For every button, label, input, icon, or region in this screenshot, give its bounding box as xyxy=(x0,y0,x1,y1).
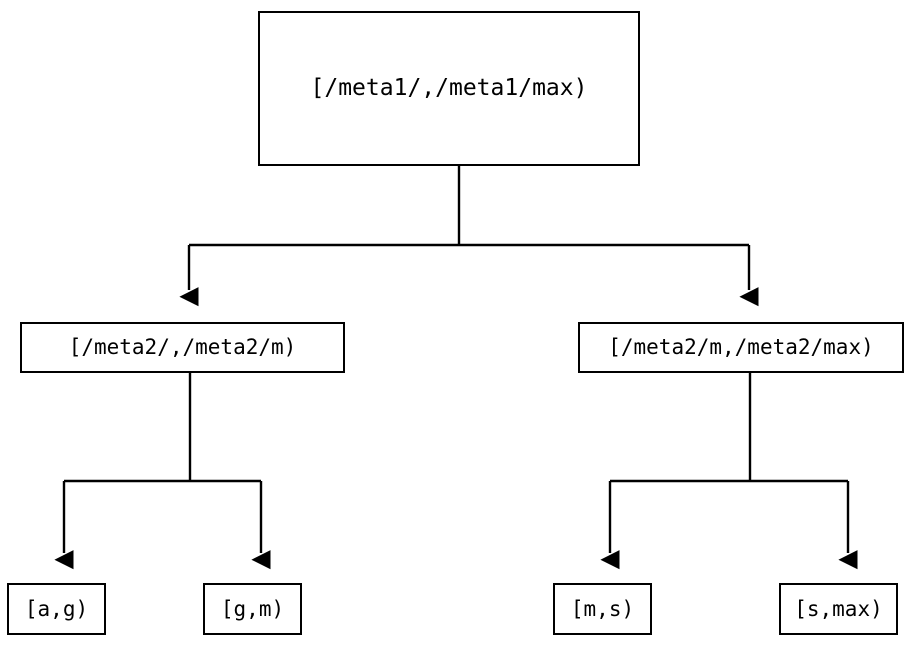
tree-node-root-label: [/meta1/,/meta1/max) xyxy=(310,75,588,101)
edge-midleft-to-leaves xyxy=(54,373,271,570)
tree-node-mid-right[interactable]: [/meta2/m,/meta2/max) xyxy=(578,322,904,373)
edge-midright-to-leaves xyxy=(600,373,858,570)
tree-node-leaf-g-m[interactable]: [g,m) xyxy=(203,583,302,635)
tree-node-leaf-a-g-label: [a,g) xyxy=(24,596,89,621)
tree-node-mid-left-label: [/meta2/,/meta2/m) xyxy=(68,335,297,359)
tree-node-mid-left[interactable]: [/meta2/,/meta2/m) xyxy=(20,322,345,373)
tree-node-leaf-g-m-label: [g,m) xyxy=(220,596,285,621)
tree-node-leaf-s-max-label: [s,max) xyxy=(794,596,883,621)
tree-node-leaf-a-g[interactable]: [a,g) xyxy=(7,583,106,635)
tree-node-leaf-m-s[interactable]: [m,s) xyxy=(553,583,652,635)
edge-root-to-level2 xyxy=(179,166,759,307)
tree-node-leaf-s-max[interactable]: [s,max) xyxy=(779,583,898,635)
tree-node-leaf-m-s-label: [m,s) xyxy=(570,596,635,621)
tree-node-root[interactable]: [/meta1/,/meta1/max) xyxy=(258,11,640,166)
tree-node-mid-right-label: [/meta2/m,/meta2/max) xyxy=(608,335,874,359)
